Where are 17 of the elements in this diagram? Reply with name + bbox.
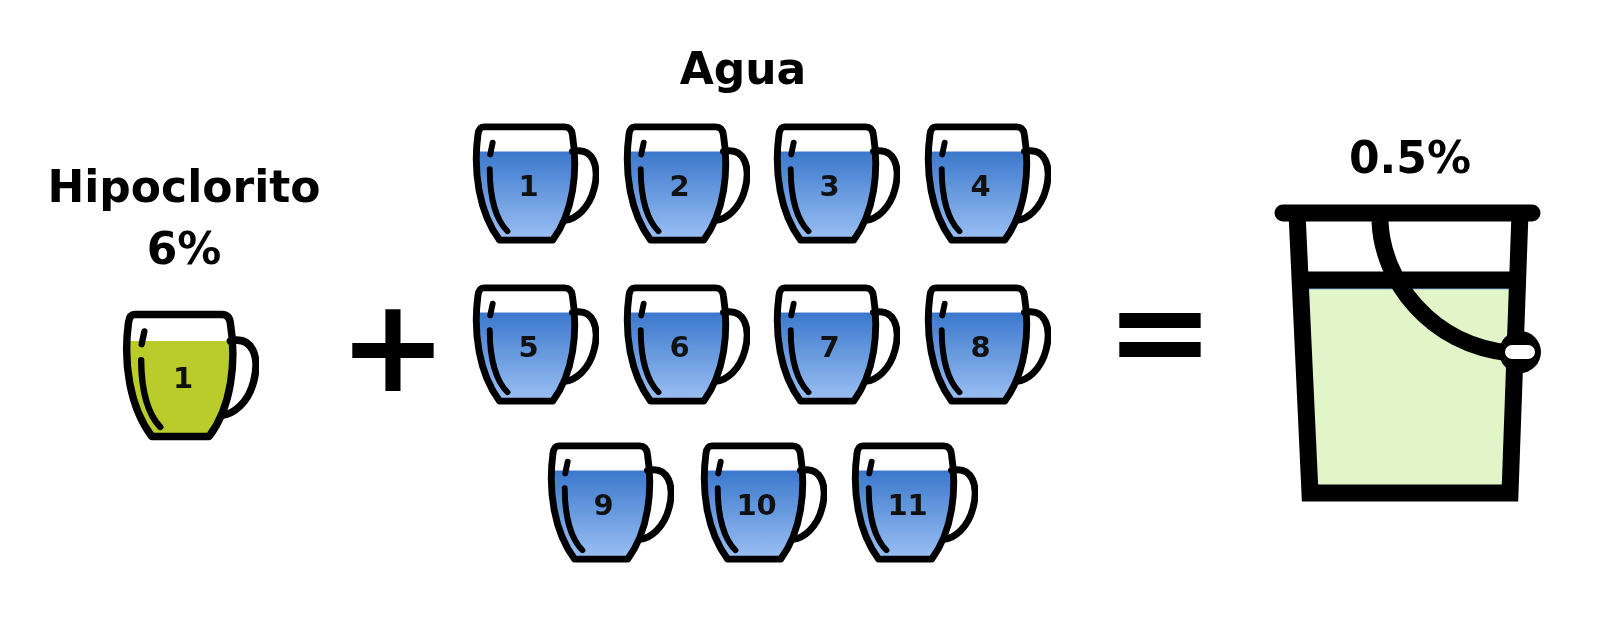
plus-sign: + [338,298,448,396]
cup-number: 2 [669,171,690,201]
cup-number: 4 [970,171,991,201]
cup-number: 3 [819,171,840,201]
cup-number: 7 [819,332,840,362]
cup-number: 10 [736,490,777,520]
cup-number: 5 [518,332,539,362]
cup-number: 8 [970,332,991,362]
concentration-label: 0.5% [1349,132,1471,184]
ingredient-label: Agua [679,43,807,95]
equals-sign: = [1105,283,1215,381]
cup-number: 11 [887,490,928,520]
ingredient-label: Hipoclorito 6% [47,160,321,276]
cup-number: 1 [518,171,539,201]
cup-number: 6 [669,332,690,362]
cup-number: 1 [173,363,194,393]
cup-number: 9 [593,490,614,520]
